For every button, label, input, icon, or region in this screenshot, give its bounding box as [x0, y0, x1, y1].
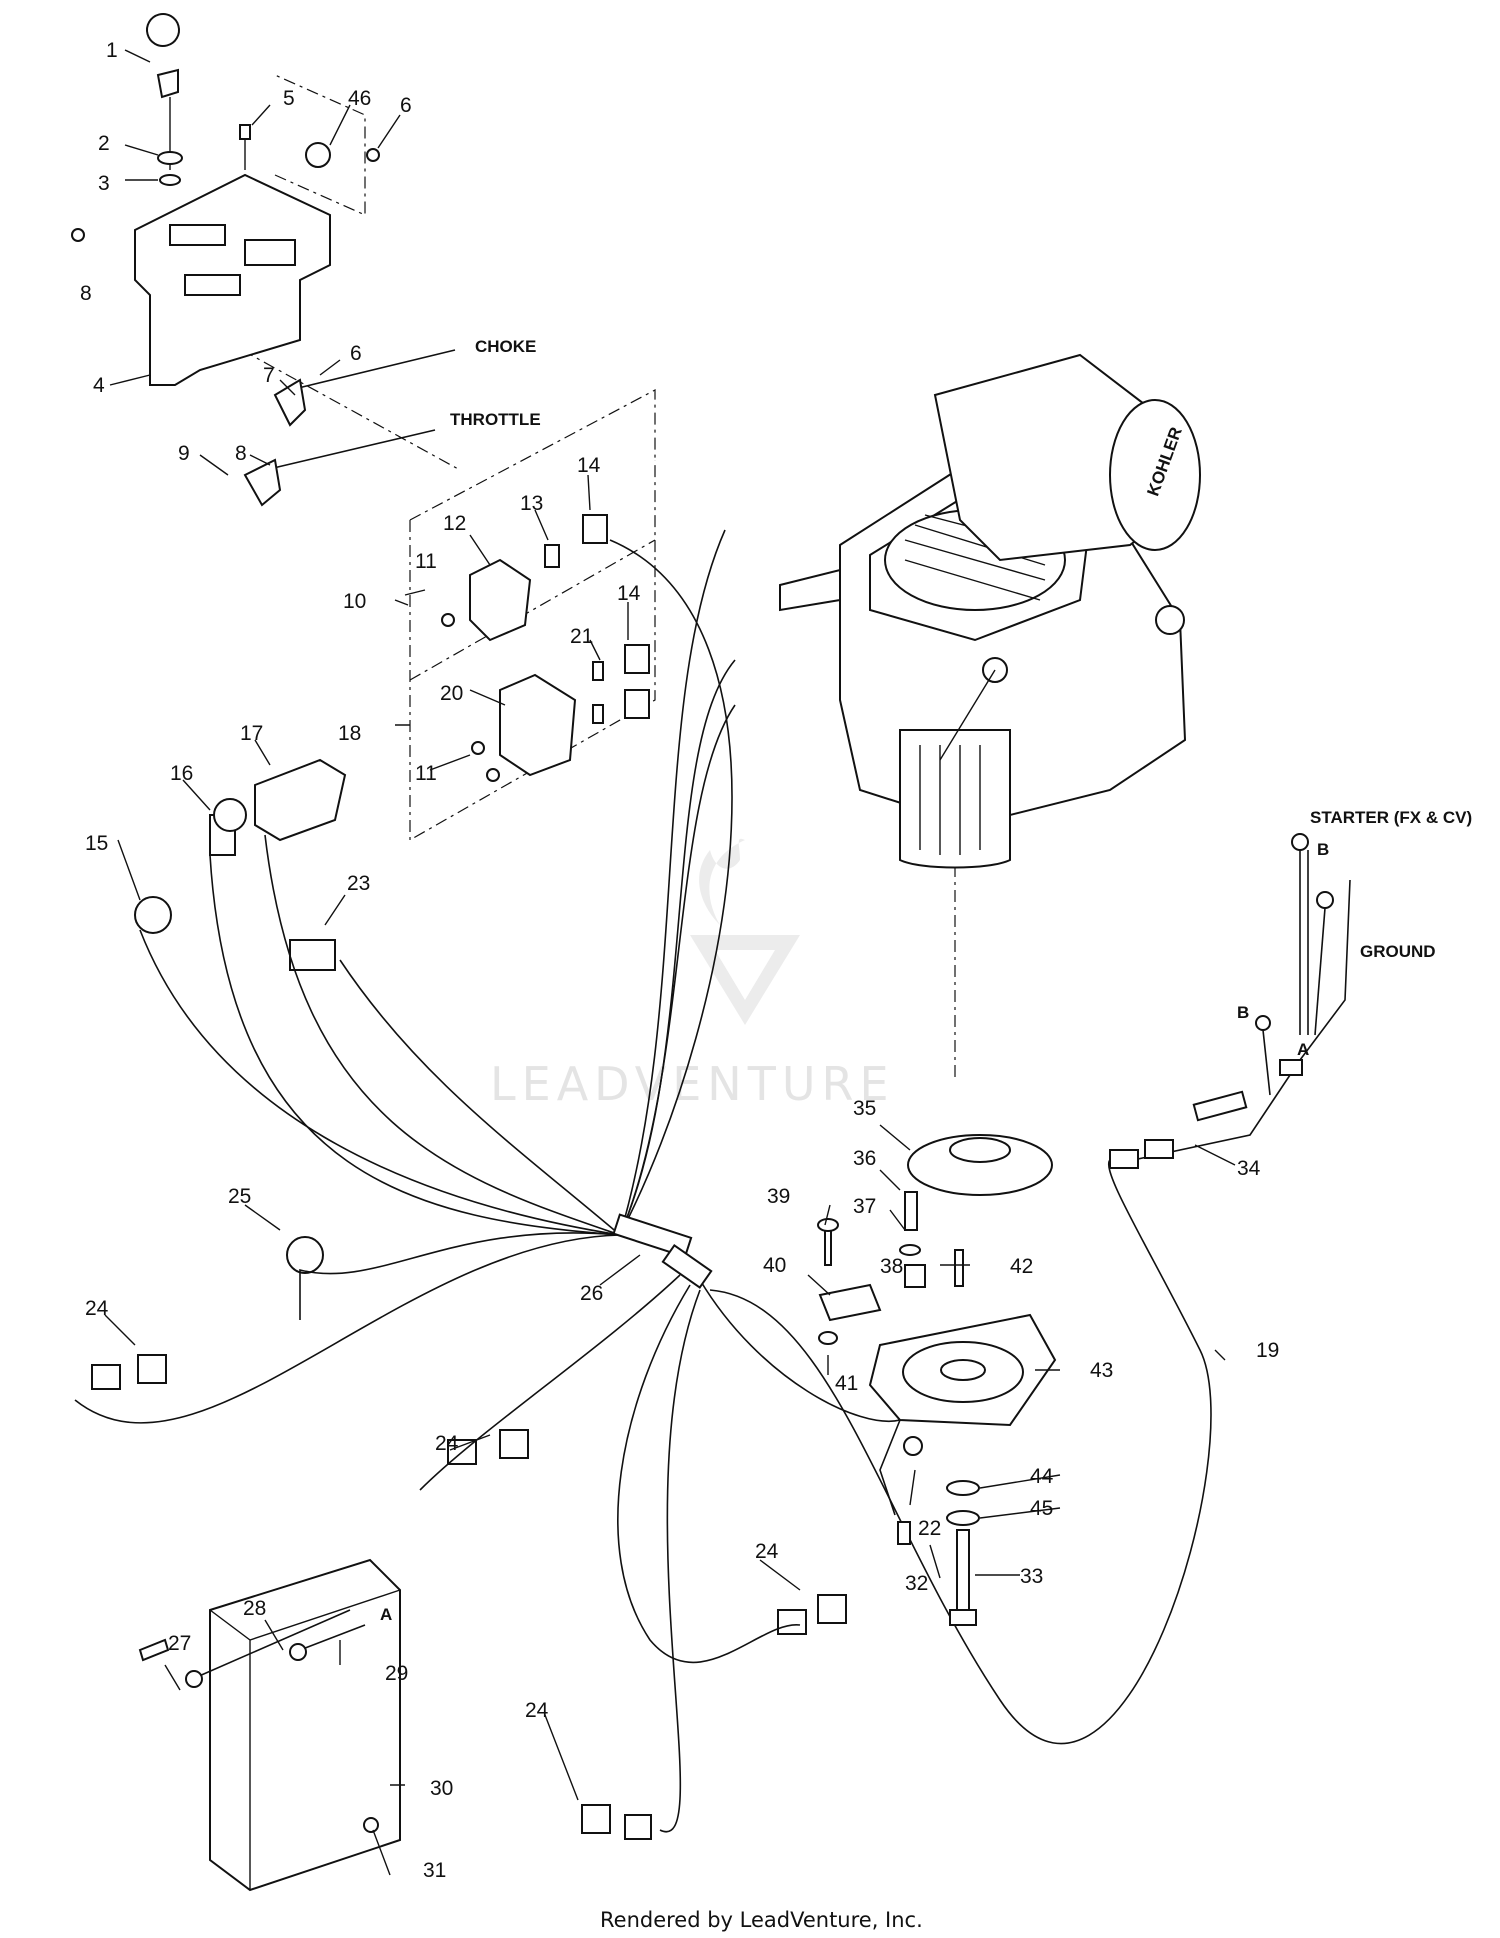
kohler-engine: KOHLER	[779, 353, 1201, 869]
callout-41: 41	[835, 1372, 858, 1395]
control-cables	[243, 349, 456, 507]
callout-38: 38	[880, 1255, 903, 1278]
callout-a: A	[1297, 1040, 1309, 1059]
callout-29: 29	[385, 1662, 408, 1685]
watermark: LEADVENTURE	[490, 838, 895, 1111]
callout-8: 8	[80, 282, 92, 305]
callout-2: 2	[98, 132, 110, 155]
leader-lines	[104, 49, 1236, 1876]
harness-sleeve	[612, 1213, 693, 1259]
callout-11: 11	[415, 550, 437, 573]
callout-34: 34	[1237, 1157, 1261, 1180]
callout-15: 15	[85, 832, 108, 855]
harness-sleeve	[661, 1243, 713, 1289]
callout-36: 36	[853, 1147, 876, 1170]
callout-21: 21	[570, 625, 593, 648]
callout-a: A	[380, 1605, 392, 1624]
callout-25: 25	[228, 1185, 251, 1208]
callout-24: 24	[435, 1432, 459, 1455]
callout-33: 33	[1020, 1565, 1043, 1588]
callout-35: 35	[853, 1097, 876, 1120]
callout-24: 24	[85, 1297, 109, 1320]
throttle-caption: THROTTLE	[450, 410, 541, 429]
callout-40: 40	[763, 1254, 786, 1277]
captions: CHOKE THROTTLE STARTER (FX & CV) GROUND	[450, 337, 1472, 961]
callout-24: 24	[525, 1699, 549, 1722]
callout-24: 24	[755, 1540, 779, 1563]
callout-6: 6	[400, 94, 412, 117]
callout-12: 12	[443, 512, 466, 535]
choke-caption: CHOKE	[475, 337, 536, 356]
callout-16: 16	[170, 762, 193, 785]
callout-9: 9	[178, 442, 190, 465]
callout-32: 32	[905, 1572, 928, 1595]
callout-27: 27	[168, 1632, 191, 1655]
callout-b: B	[1317, 840, 1329, 859]
callout-10: 10	[343, 590, 366, 613]
callout-5: 5	[283, 87, 295, 110]
callout-14: 14	[617, 582, 641, 605]
ground-caption: GROUND	[1360, 942, 1436, 961]
callout-14: 14	[577, 454, 601, 477]
callout-17: 17	[240, 722, 263, 745]
callout-44: 44	[1030, 1465, 1054, 1488]
watermark-flame-icon	[699, 838, 745, 925]
starter-harness	[1109, 833, 1351, 1169]
callout-42: 42	[1010, 1255, 1033, 1278]
callout-30: 30	[430, 1777, 453, 1800]
footer-credit: Rendered by LeadVenture, Inc.	[600, 1908, 923, 1932]
callout-28: 28	[243, 1597, 266, 1620]
callout-43: 43	[1090, 1359, 1113, 1382]
callout-13: 13	[520, 492, 543, 515]
callout-4: 4	[93, 374, 105, 397]
watermark-v-icon	[690, 935, 800, 1025]
dash-panel	[71, 13, 380, 386]
callout-23: 23	[347, 872, 370, 895]
callout-39: 39	[767, 1185, 790, 1208]
callout-19: 19	[1256, 1339, 1279, 1362]
switches	[91, 758, 847, 1840]
callout-31: 31	[423, 1859, 446, 1882]
callout-6: 6	[350, 342, 362, 365]
callout-8: 8	[235, 442, 247, 465]
callout-1: 1	[106, 39, 118, 62]
callout-11: 11	[415, 762, 437, 785]
callout-20: 20	[440, 682, 463, 705]
callout-46: 46	[348, 87, 371, 110]
callout-45: 45	[1030, 1497, 1053, 1520]
starter-caption: STARTER (FX & CV)	[1310, 808, 1472, 827]
watermark-text: LEADVENTURE	[490, 1057, 895, 1111]
callout-b: B	[1237, 1003, 1249, 1022]
main-wiring-harness	[74, 529, 1212, 1833]
callout-18: 18	[338, 722, 361, 745]
callout-26: 26	[580, 1282, 603, 1305]
harness-connectors	[441, 514, 650, 782]
callout-22: 22	[918, 1517, 941, 1540]
callout-37: 37	[853, 1195, 876, 1218]
battery	[138, 1558, 401, 1892]
callout-3: 3	[98, 172, 110, 195]
callouts: 1 2 3 4 5 46 6 6 7 8 8 9 10 11 12 13 14 …	[80, 39, 1329, 1882]
callout-7: 7	[263, 364, 275, 387]
clutch-assembly	[817, 1134, 1057, 1626]
